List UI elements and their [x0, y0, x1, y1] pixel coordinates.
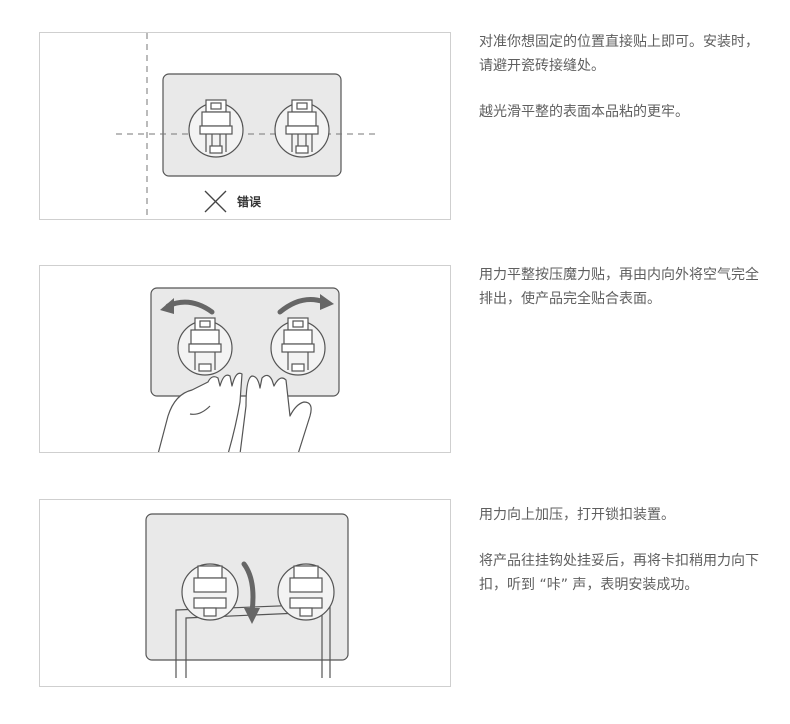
- curved-arrow-icon: [160, 298, 215, 315]
- hand-icon: [157, 372, 243, 452]
- step-2-paragraph-1: 用力平整按压魔力贴，再由内向外将空气完全排出，使产品完全贴合表面。: [479, 267, 759, 307]
- step-1-paragraph-2: 越光滑平整的表面本品粘的更牢。: [479, 104, 689, 120]
- hook-icon: [188, 99, 244, 158]
- step-1-paragraph-1: 对准你想固定的位置直接贴上即可。安装时，请避开瓷砖接缝处。: [479, 34, 759, 74]
- cross-mark-icon: [204, 190, 227, 213]
- step-1-drawing: 错误: [116, 33, 375, 219]
- adhesive-plate: [145, 513, 349, 661]
- step-3-text: 用力向上加压，打开锁扣装置。 将产品往挂钩处挂妥后，再将卡扣稍用力向下扣，听到 …: [479, 503, 769, 597]
- step-2-text: 用力平整按压魔力贴，再由内向外将空气完全排出，使产品完全贴合表面。: [479, 263, 769, 311]
- hook-icon: [277, 563, 335, 621]
- curved-arrow-icon: [277, 294, 334, 315]
- hook-icon: [177, 317, 233, 376]
- step-1-text: 对准你想固定的位置直接贴上即可。安装时，请避开瓷砖接缝处。 越光滑平整的表面本品…: [479, 30, 769, 124]
- hook-icon: [270, 317, 326, 376]
- step-2-drawing: [150, 287, 340, 452]
- step-3-paragraph-2: 将产品往挂钩处挂妥后，再将卡扣稍用力向下扣，听到 “咔” 声，表明安装成功。: [479, 553, 759, 593]
- step-3-illustration: [39, 499, 451, 687]
- step-3-paragraph-1: 用力向上加压，打开锁扣装置。: [479, 507, 675, 523]
- hook-icon: [181, 563, 239, 621]
- down-arrow-icon: [241, 561, 260, 624]
- hook-icon: [274, 99, 330, 158]
- hand-icon: [239, 374, 312, 452]
- step-3-drawing: [145, 513, 349, 678]
- step-1-illustration: 错误: [39, 32, 451, 220]
- error-label: 错误: [237, 194, 262, 209]
- step-2-illustration: [39, 265, 451, 453]
